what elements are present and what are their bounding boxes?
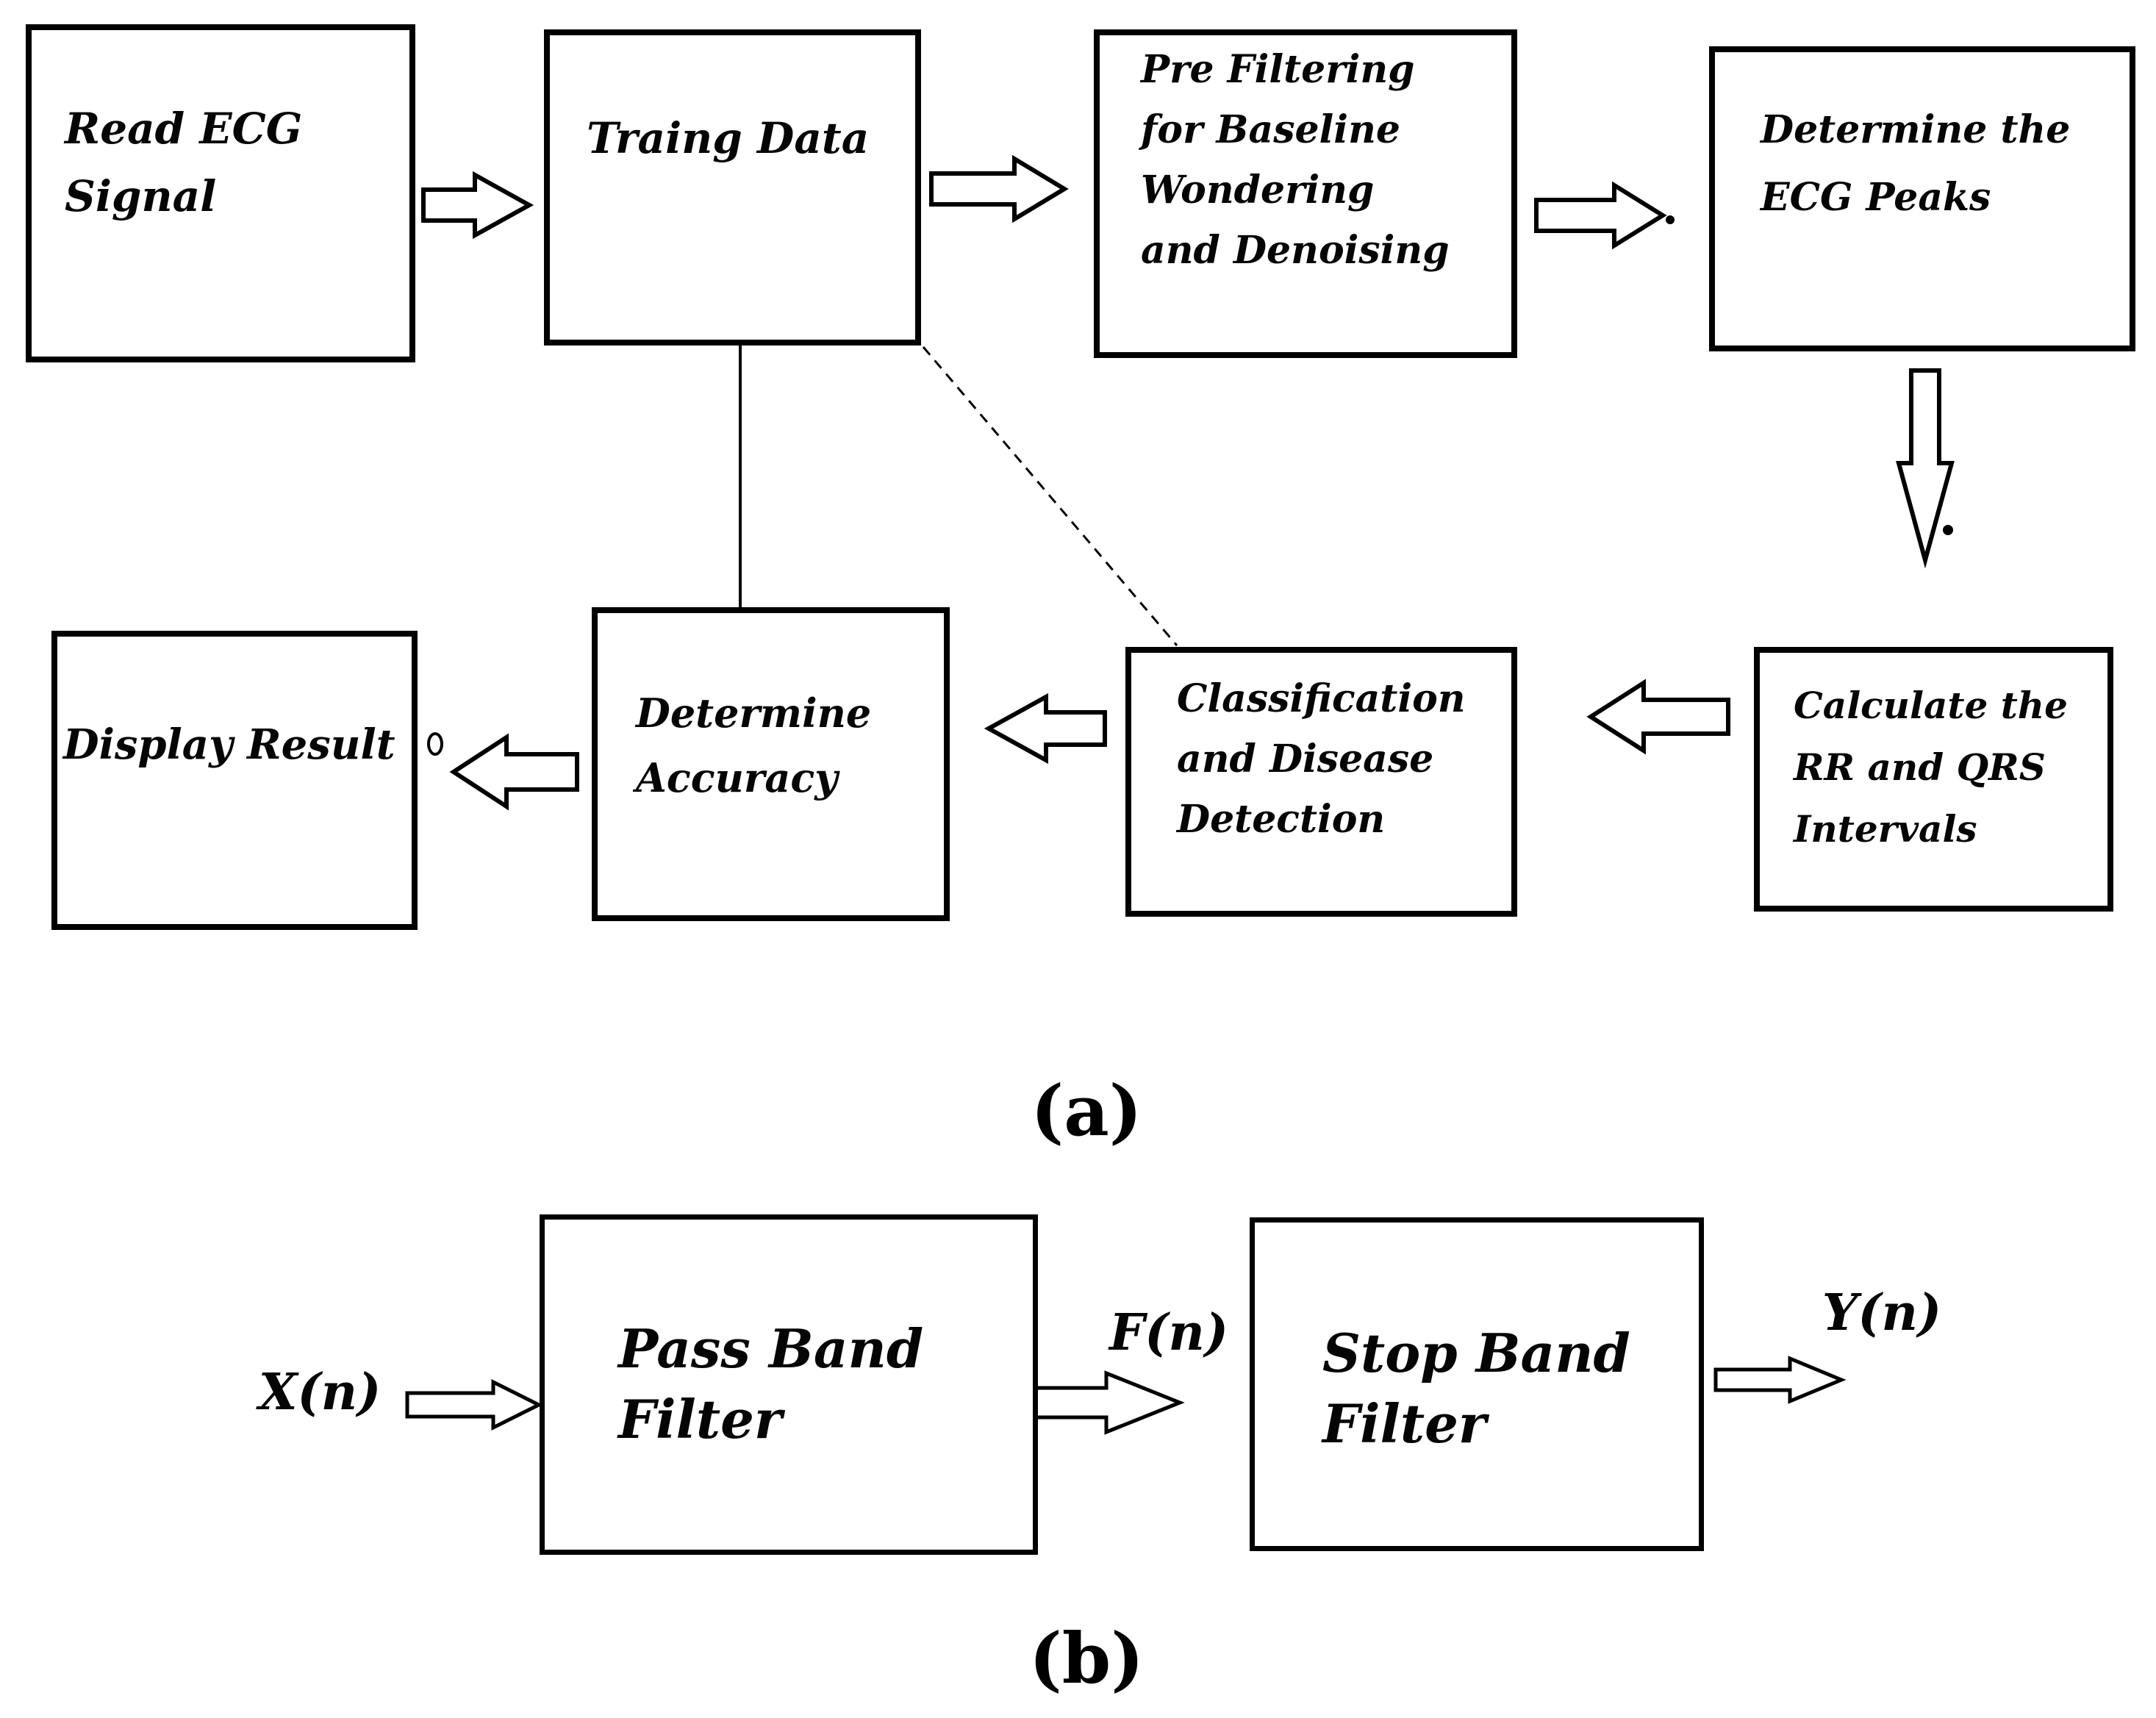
flow-box-pre-filtering: Pre Filtering for Baseline Wondering and… (1094, 29, 1517, 358)
block-arrow-left-icon (449, 733, 579, 811)
signal-label-x-n: X(n) (258, 1363, 382, 1422)
block-arrow-right-icon (1031, 1370, 1185, 1435)
flow-box-label: Pre Filtering for Baseline Wondering and… (1141, 47, 1450, 273)
flow-box-label: Determine the ECG Peaks (1761, 107, 2071, 220)
flow-box-display-result: Display Result (51, 631, 418, 930)
signal-label-f-n: F(n) (1109, 1303, 1229, 1362)
training-to-classification-diagonal-line (922, 346, 1178, 646)
block-arrow-right-icon (1713, 1356, 1847, 1404)
flow-box-classification-disease-detection: Classification and Disease Detection (1125, 647, 1517, 917)
block-box-pass-band-filter: Pass Band Filter (540, 1214, 1038, 1555)
caption-a: (a) (1031, 1070, 1142, 1152)
flow-box-label: Calculate the RR and QRS Intervals (1794, 684, 2068, 851)
small-oval-mark (427, 732, 443, 756)
flow-box-calculate-rr-qrs-intervals: Calculate the RR and QRS Intervals (1754, 647, 2113, 912)
signal-label-y-n: Y(n) (1822, 1284, 1942, 1342)
block-arrow-right-icon (1534, 181, 1667, 250)
caption-b: (b) (1028, 1618, 1145, 1700)
block-box-stop-band-filter: Stop Band Filter (1250, 1217, 1704, 1551)
flow-box-determine-accuracy: Determine Accuracy (592, 607, 950, 921)
block-arrow-left-icon (1586, 679, 1730, 755)
flow-box-traing-data: Traing Data (544, 29, 921, 346)
block-box-label: Pass Band Filter (618, 1317, 924, 1450)
flow-box-label: Read ECG Signal (65, 104, 303, 221)
stray-dot (1943, 525, 1953, 535)
block-arrow-right-icon (929, 154, 1069, 223)
block-arrow-right-icon (405, 1378, 543, 1431)
flow-box-label: Display Result (63, 720, 395, 769)
stray-dot (1666, 215, 1675, 224)
flow-box-label: Classification and Disease Detection (1177, 676, 1466, 842)
block-arrow-left-icon (984, 692, 1107, 765)
flow-box-label: Traing Data (587, 113, 870, 163)
block-arrow-down-icon (1896, 368, 1955, 569)
flow-box-determine-ecg-peaks: Determine the ECG Peaks (1709, 46, 2135, 351)
block-box-label: Stop Band Filter (1322, 1322, 1630, 1455)
flow-box-label: Determine Accuracy (636, 690, 872, 801)
block-arrow-right-icon (421, 171, 534, 240)
flow-box-read-ecg-signal: Read ECG Signal (26, 24, 415, 362)
